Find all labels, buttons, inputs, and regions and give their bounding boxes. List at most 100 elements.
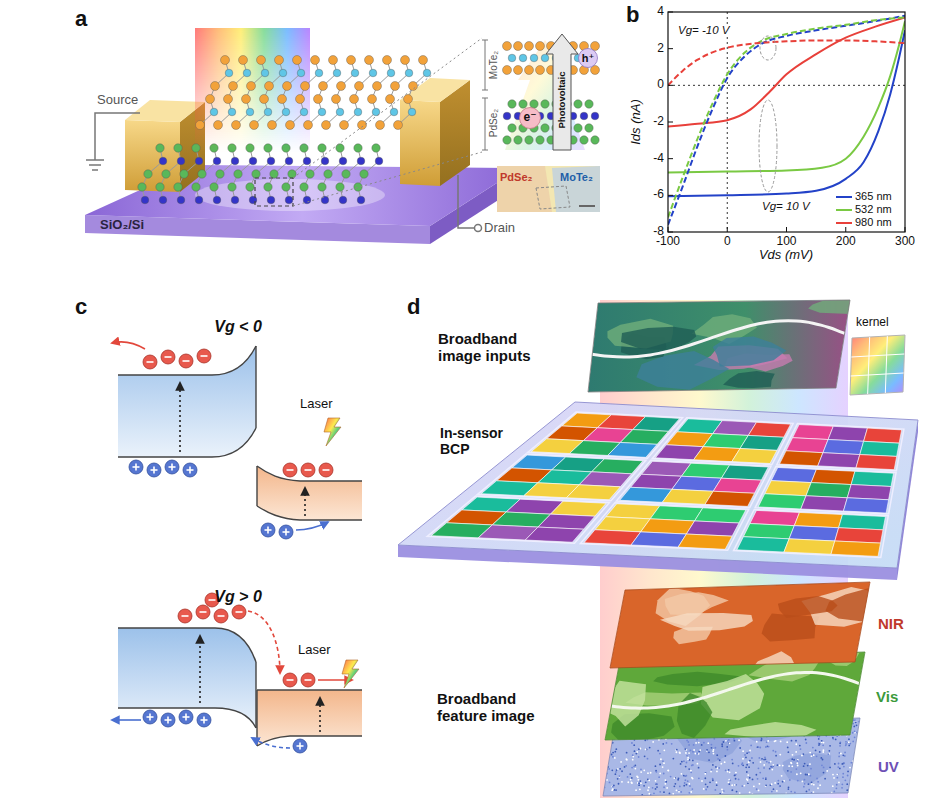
noise-dot (840, 753, 842, 755)
noise-dot (609, 782, 611, 784)
atom (358, 121, 367, 130)
noise-dot (726, 740, 728, 742)
noise-dot (713, 749, 715, 751)
noise-dot (616, 769, 618, 771)
noise-dot (612, 752, 614, 754)
noise-dot (746, 771, 748, 773)
noise-dot (627, 781, 629, 783)
noise-dot (617, 778, 619, 780)
noise-dot (715, 766, 717, 768)
atom (283, 82, 292, 91)
noise-dot (655, 788, 657, 790)
electron (319, 463, 333, 477)
noise-dot (755, 774, 757, 776)
noise-dot (626, 752, 628, 754)
sensor-pixel (538, 514, 595, 529)
noise-dot (745, 766, 747, 768)
noise-dot (663, 749, 665, 751)
atom (246, 108, 254, 116)
noise-dot (648, 787, 650, 789)
image-patch (603, 681, 646, 727)
noise-dot (663, 786, 665, 788)
noise-dot (692, 764, 694, 766)
atom (318, 183, 326, 191)
noise-dot (681, 761, 683, 763)
noise-dot (665, 779, 667, 781)
atom (216, 170, 224, 178)
noise-dot (749, 777, 751, 779)
noise-dot (672, 758, 674, 760)
noise-dot (683, 775, 685, 777)
noise-dot (818, 743, 820, 745)
atom (585, 100, 593, 108)
noise-dot (837, 773, 839, 775)
atom (286, 121, 295, 130)
nir-feature (610, 582, 906, 675)
atom (211, 82, 220, 91)
noise-dot (813, 791, 815, 793)
band-edge (118, 346, 256, 375)
noise-dot (646, 748, 648, 750)
axis-title: Ids (nA) (629, 99, 644, 145)
atom (503, 66, 512, 75)
noise-dot (771, 769, 773, 771)
atom (318, 144, 326, 152)
curve-group-marker (759, 100, 777, 192)
atom (536, 136, 544, 144)
noise-dot (819, 784, 821, 786)
noise-dot (615, 771, 617, 773)
atom (264, 183, 272, 191)
atom (354, 108, 362, 116)
excitation-arrow (199, 636, 201, 703)
excitation-arrow (179, 383, 181, 452)
atom (408, 108, 416, 116)
noise-dot (808, 789, 810, 791)
electron (214, 609, 228, 623)
sensor-pixel (806, 483, 851, 498)
atom (357, 157, 365, 165)
noise-dot (775, 751, 777, 753)
atom (229, 82, 238, 91)
sensor-pixel (765, 481, 811, 496)
noise-dot (773, 788, 775, 790)
noise-dot (815, 750, 817, 752)
sensor-pixel (686, 521, 739, 536)
legend-line (836, 196, 852, 198)
noise-dot (799, 745, 801, 747)
noise-dot (669, 793, 671, 795)
noise-dot (626, 759, 628, 761)
noise-dot (678, 790, 680, 792)
noise-dot (618, 783, 620, 785)
noise-dot (685, 752, 687, 754)
noise-dot (688, 752, 690, 754)
noise-dot (849, 767, 851, 769)
layer-label: MoTe₂ (488, 51, 500, 79)
noise-dot (698, 767, 700, 769)
noise-dot (663, 791, 665, 793)
atom (339, 196, 347, 204)
noise-dot (611, 754, 613, 756)
noise-dot (747, 782, 749, 784)
pixel-block (755, 467, 896, 515)
sensor-pixel (843, 498, 888, 513)
atom (373, 82, 382, 91)
band-region (118, 346, 256, 457)
noise-dot (687, 780, 689, 782)
noise-dot (684, 782, 686, 784)
atom (390, 108, 398, 116)
noise-dot (732, 789, 734, 791)
sensor-pixel (801, 496, 847, 511)
noise-dot (819, 751, 821, 753)
noise-dot (823, 742, 825, 744)
electron (301, 463, 315, 477)
noise-dot (802, 753, 804, 755)
tick-label: 0 (657, 78, 664, 92)
atom (232, 121, 241, 130)
noise-dot (734, 784, 736, 786)
noise-dot (797, 780, 799, 782)
pixel-block (616, 460, 771, 507)
sensor-pixel (818, 453, 860, 468)
band-label: Vis (876, 688, 898, 705)
sensor-pixel (750, 510, 800, 525)
noise-dot (826, 770, 828, 772)
